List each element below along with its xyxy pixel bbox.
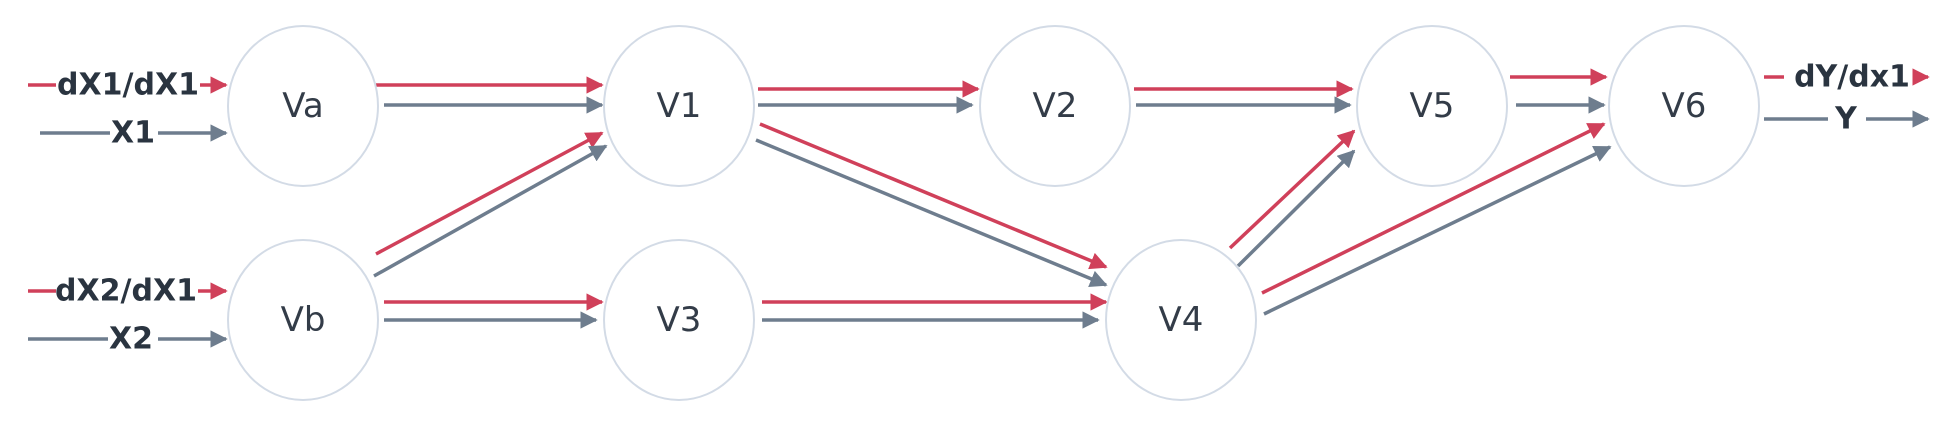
node-va: Va: [227, 25, 379, 187]
edge-vb-v1-value: [373, 144, 608, 278]
input-x1-group: dX1/dX1 X1: [28, 68, 228, 151]
output-group: dY/dx1 Y: [1764, 60, 1930, 137]
node-va-label: Va: [282, 86, 323, 126]
node-v6-label: V6: [1662, 86, 1707, 126]
node-v1: V1: [603, 25, 755, 187]
edge-v2-v5: [1134, 80, 1354, 114]
node-vb-circle: [227, 239, 379, 401]
node-v3-circle: [603, 239, 755, 401]
node-vb-label: Vb: [281, 300, 326, 340]
edge-v4-v6-value: [1263, 145, 1612, 316]
node-v2-label: V2: [1033, 86, 1078, 126]
input-x2-label: X2: [109, 322, 153, 357]
edge-vb-v3: [384, 293, 604, 329]
edge-vb-v1-derivative: [375, 131, 604, 256]
node-v6-circle: [1608, 25, 1760, 187]
node-v4-label: V4: [1159, 300, 1204, 340]
edge-v4-v5-value: [1236, 149, 1356, 268]
edge-v3-v4: [762, 293, 1108, 329]
edge-vb-v1: [373, 131, 608, 278]
node-v2: V2: [979, 25, 1131, 187]
input-dx2-label: dX2/dX1: [55, 274, 197, 309]
edge-va-v1: [376, 76, 604, 114]
edge-v4-v5: [1228, 129, 1356, 268]
edge-v1-v4: [755, 122, 1108, 288]
node-v4: V4: [1105, 239, 1257, 401]
node-v1-circle: [603, 25, 755, 187]
node-v1-label: V1: [657, 86, 702, 126]
node-v4-circle: [1105, 239, 1257, 401]
node-vb: Vb: [227, 239, 379, 401]
edge-v1-v4-value: [755, 138, 1108, 288]
output-y-label: Y: [1834, 102, 1858, 137]
node-v2-circle: [979, 25, 1131, 187]
output-dy-label: dY/dx1: [1794, 60, 1910, 95]
edge-v1-v2: [758, 80, 980, 114]
node-v3-label: V3: [657, 300, 702, 340]
node-v3: V3: [603, 239, 755, 401]
input-x2-group: dX2/dX1 X2: [28, 274, 228, 357]
node-v5-circle: [1356, 25, 1508, 187]
input-x1-label: X1: [111, 116, 155, 151]
edge-v5-v6: [1510, 68, 1608, 114]
node-v5: V5: [1356, 25, 1508, 187]
edge-v1-v4-derivative: [759, 122, 1108, 270]
edge-v4-v6-derivative: [1261, 122, 1606, 295]
input-dx1-label: dX1/dX1: [57, 68, 199, 103]
edge-v4-v5-derivative: [1228, 129, 1356, 250]
edge-v4-v6: [1261, 122, 1612, 316]
node-va-circle: [227, 25, 379, 187]
node-v5-label: V5: [1410, 86, 1455, 126]
node-v6: V6: [1608, 25, 1760, 187]
